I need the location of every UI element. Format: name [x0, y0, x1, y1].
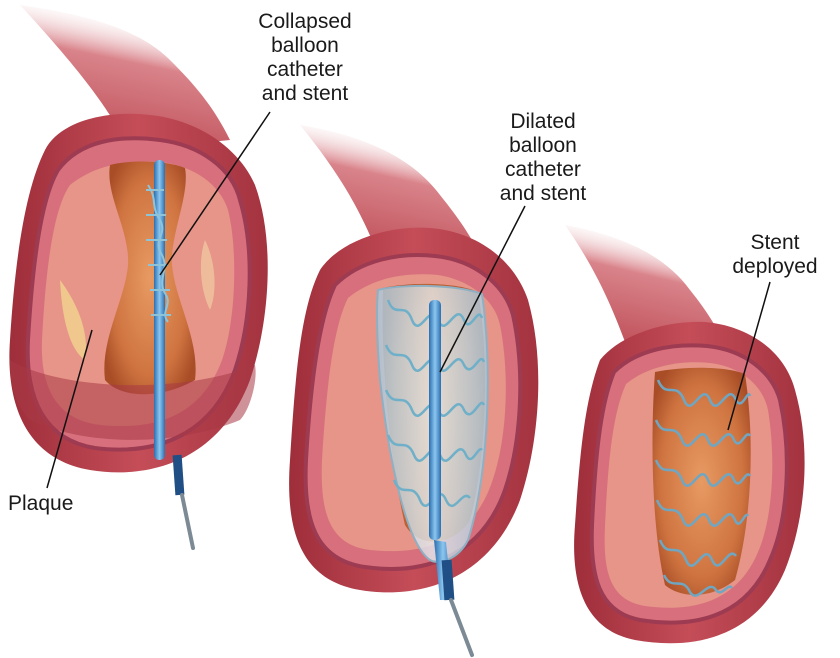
label-collapsed-balloon: Collapsed balloon catheter and stent [230, 10, 380, 106]
label-collapsed-line-3: catheter [230, 58, 380, 82]
label-collapsed-line-1: Collapsed [230, 10, 380, 34]
artery-collapsed [9, 5, 267, 548]
label-deployed-line-1: Stent [720, 231, 830, 255]
label-dilated-line-2: balloon [478, 134, 608, 158]
label-dilated-balloon: Dilated balloon catheter and stent [478, 110, 608, 206]
label-dilated-line-1: Dilated [478, 110, 608, 134]
label-deployed-line-2: deployed [720, 255, 830, 279]
label-dilated-line-4: and stent [478, 182, 608, 206]
label-stent-deployed: Stent deployed [720, 231, 830, 279]
label-collapsed-line-2: balloon [230, 34, 380, 58]
label-dilated-line-3: catheter [478, 158, 608, 182]
label-collapsed-line-4: and stent [230, 82, 380, 106]
label-plaque: Plaque [8, 492, 98, 516]
